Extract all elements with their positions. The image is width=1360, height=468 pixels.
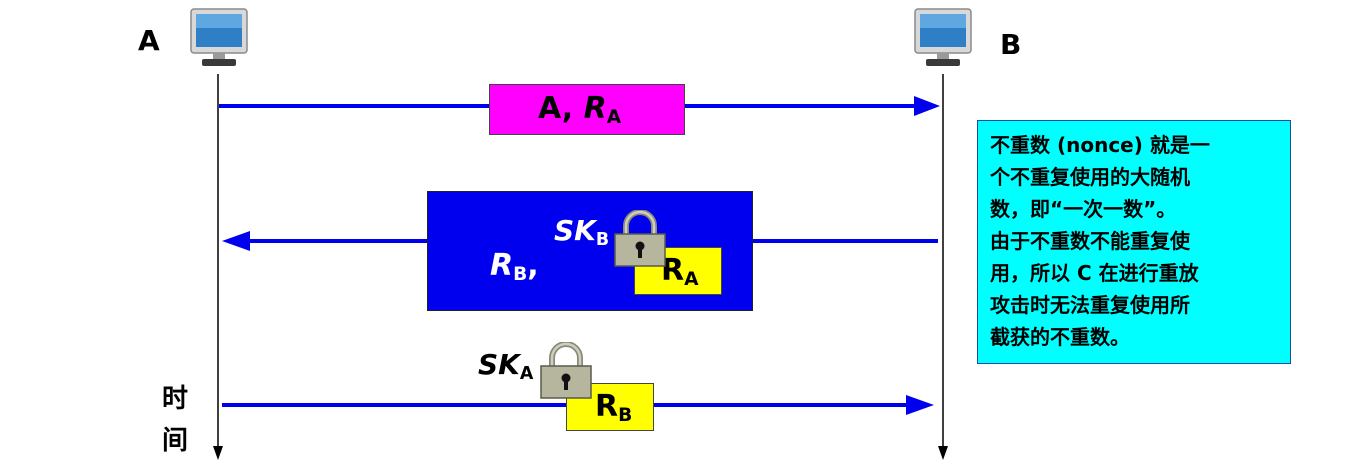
timeline-b-arrowhead bbox=[938, 446, 948, 460]
time-label-2: 间 bbox=[162, 426, 189, 456]
arrow-b-to-a-head bbox=[222, 231, 250, 251]
computer-icon bbox=[190, 8, 248, 66]
message-3-inner-box: RB bbox=[566, 383, 654, 431]
message-2-rb-subscript: B bbox=[513, 264, 528, 286]
host-b-label: B bbox=[1000, 28, 1022, 61]
message-1-label: A, RA bbox=[538, 91, 621, 128]
note-line: 用，所以 C 在进行重放 bbox=[990, 261, 1199, 285]
message-2-key: SKB bbox=[554, 214, 609, 250]
arrow-a-to-b-2-head bbox=[906, 395, 934, 415]
message-3-key-text: SK bbox=[478, 348, 520, 381]
message-3-key: SKA bbox=[478, 348, 533, 384]
padlock-icon bbox=[614, 210, 666, 267]
message-1-nonce-subscript: A bbox=[606, 107, 622, 129]
message-3-inner-text: R bbox=[595, 389, 619, 424]
message-2-rb: RB, bbox=[490, 248, 539, 285]
note-line: 不重数 (nonce) 就是一 bbox=[990, 133, 1210, 157]
message-2-rb-text: R bbox=[490, 248, 514, 283]
note-line: 数，即“一次一数”。 bbox=[990, 197, 1177, 221]
message-3-key-subscript: A bbox=[519, 363, 534, 384]
message-2-comma: , bbox=[527, 248, 539, 283]
computer-icon bbox=[914, 8, 972, 66]
arrow-a-to-b-1-head bbox=[914, 96, 940, 116]
host-a-label: A bbox=[138, 24, 160, 57]
message-3-inner-subscript: B bbox=[618, 405, 633, 427]
message-2-inner-box: RA bbox=[634, 247, 722, 295]
message-2-key-subscript: B bbox=[595, 229, 610, 250]
note-line: 截获的不重数。 bbox=[990, 325, 1130, 349]
message-1-sender: A, bbox=[538, 91, 574, 126]
message-2-inner-label: RA bbox=[661, 253, 699, 290]
message-2-box: RB, SKB RA bbox=[427, 191, 753, 311]
note-line: 攻击时无法重复使用所 bbox=[990, 293, 1190, 317]
timeline-a-arrowhead bbox=[213, 446, 223, 460]
message-2-key-text: SK bbox=[554, 214, 596, 247]
time-label-1: 时 bbox=[162, 384, 189, 414]
message-2-inner-subscript: A bbox=[684, 269, 699, 291]
nonce-note-box: 不重数 (nonce) 就是一 个不重复使用的大随机 数，即“一次一数”。 由于… bbox=[977, 120, 1291, 364]
note-line: 个不重复使用的大随机 bbox=[990, 165, 1190, 189]
note-line: 由于不重数不能重复使 bbox=[990, 229, 1190, 253]
message-1-nonce: R bbox=[583, 91, 607, 126]
padlock-icon bbox=[540, 342, 592, 399]
message-2-inner-text: R bbox=[661, 253, 685, 288]
message-1-box: A, RA bbox=[489, 84, 685, 135]
message-3-inner-label: RB bbox=[595, 389, 632, 426]
